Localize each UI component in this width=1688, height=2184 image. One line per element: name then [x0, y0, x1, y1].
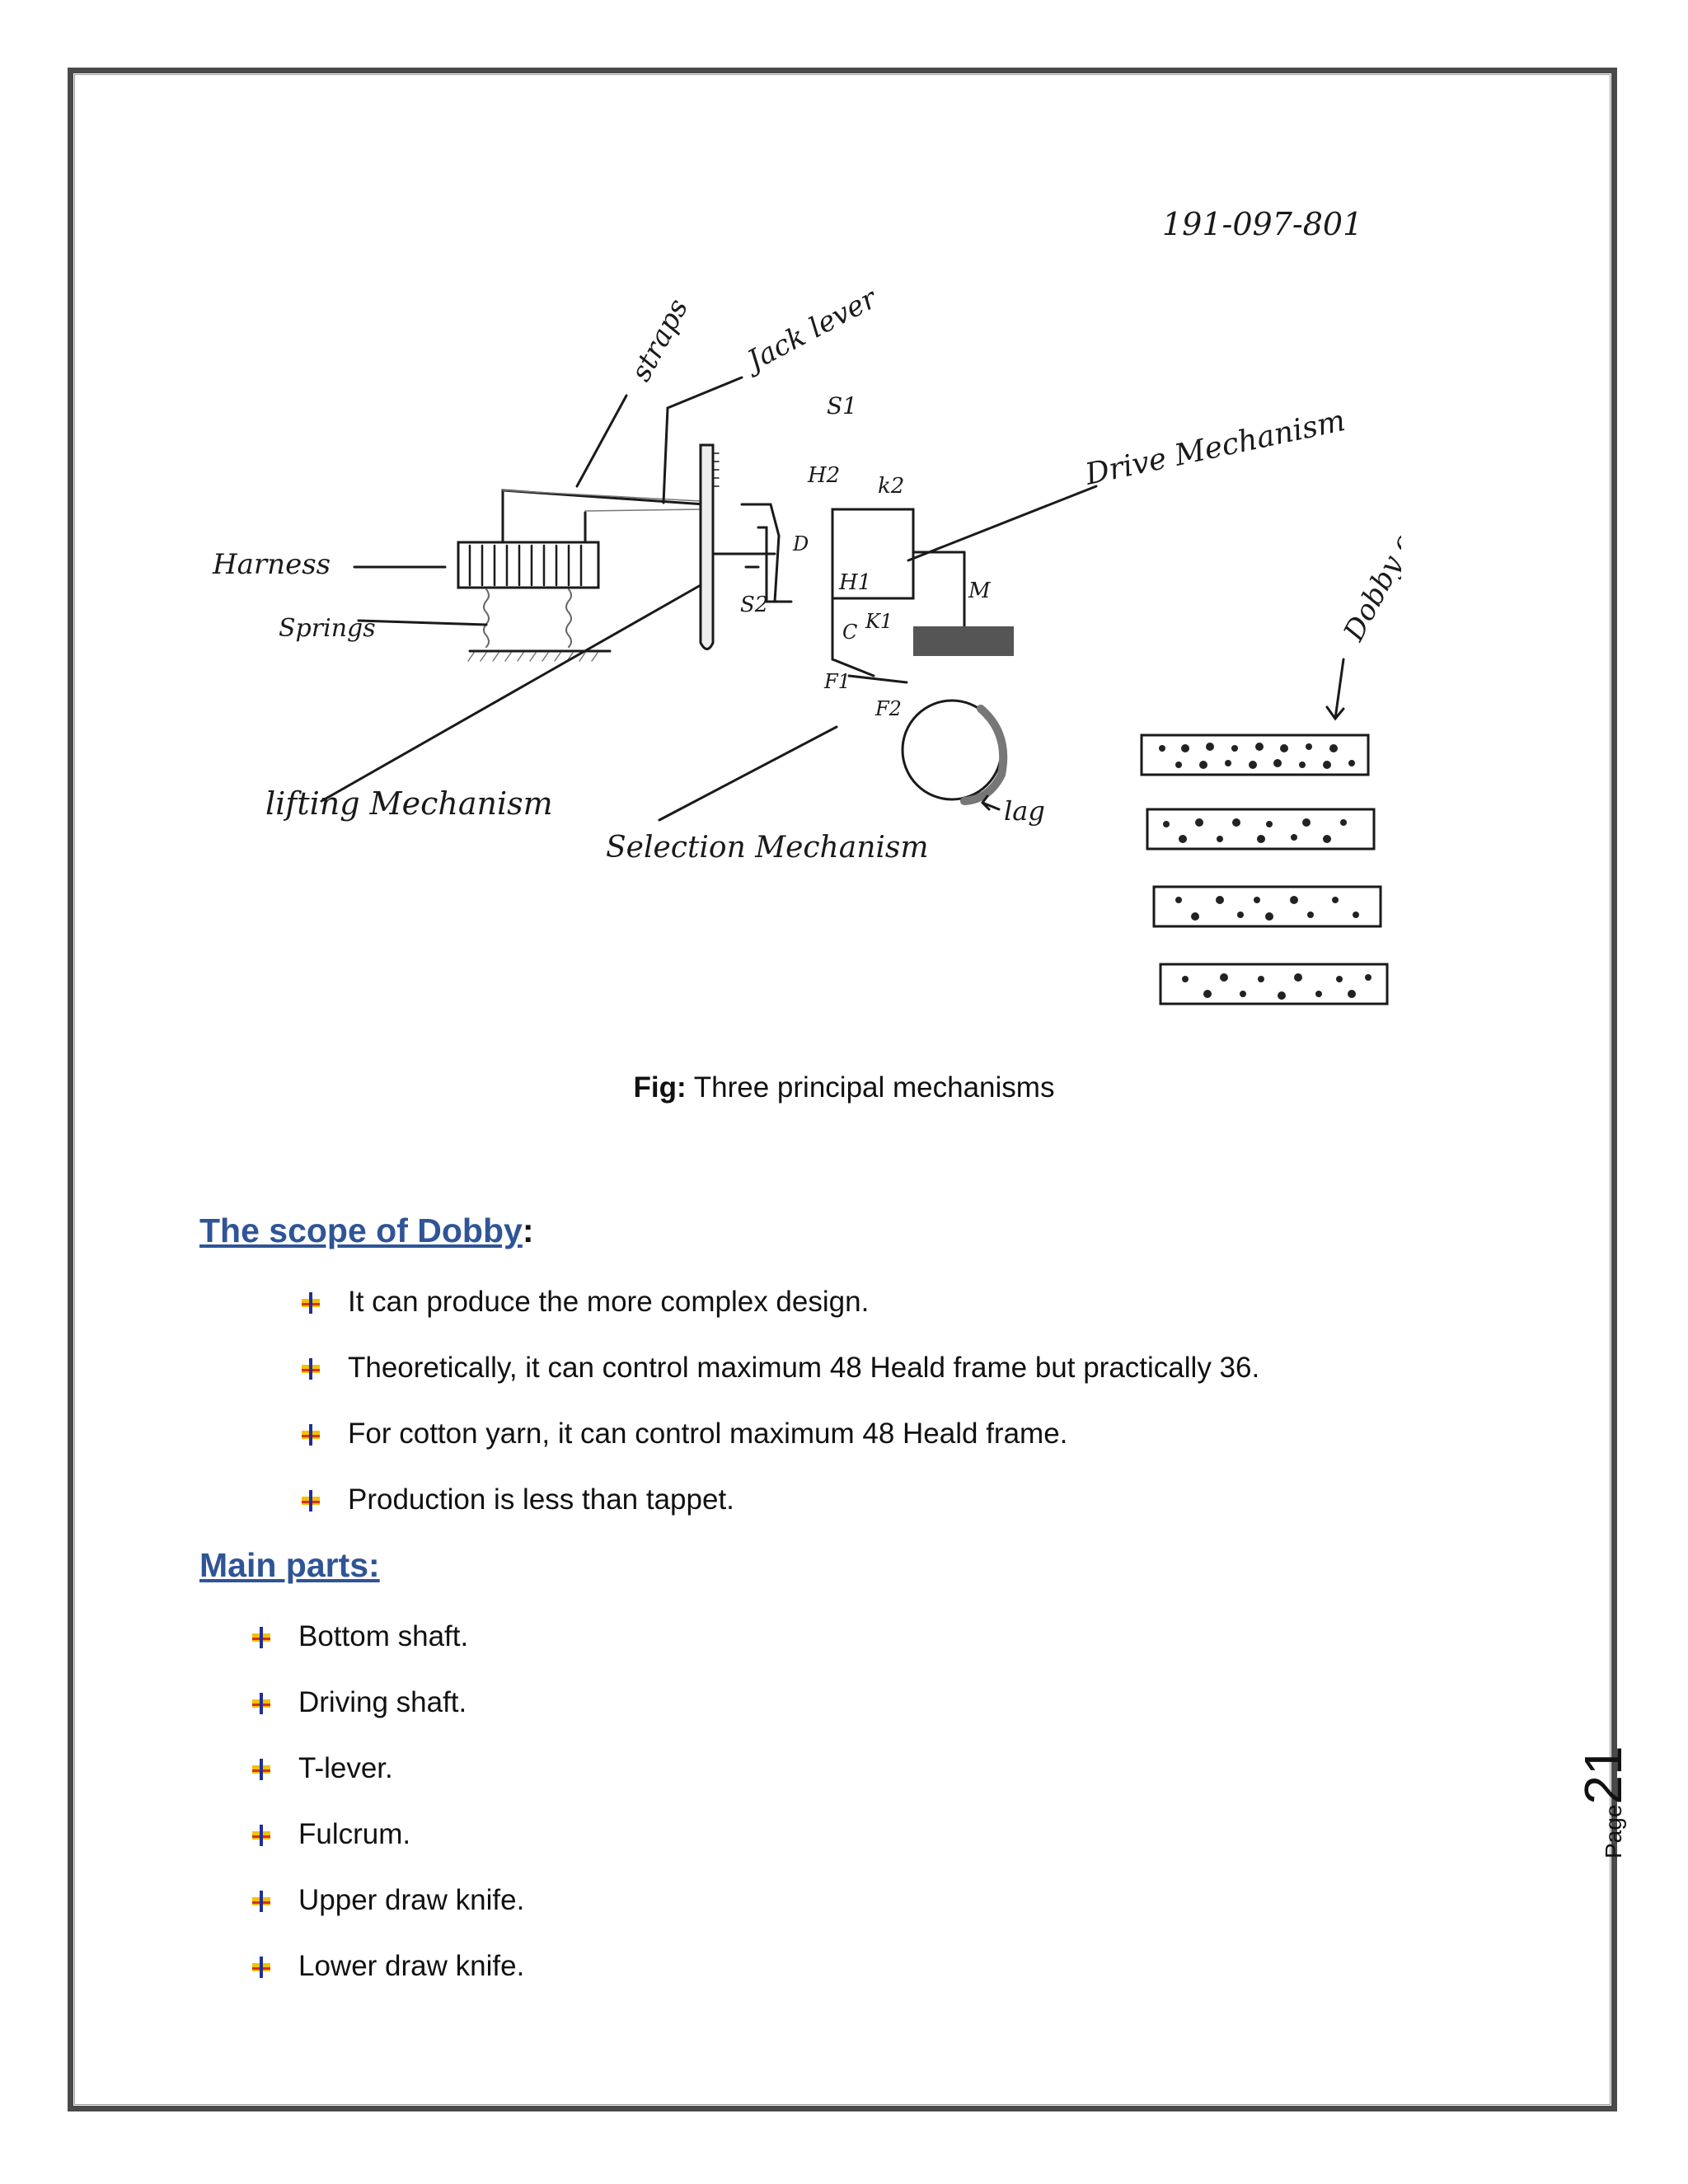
caption-text: Three principal mechanisms — [693, 1071, 1055, 1104]
harness-label: Harness — [212, 548, 331, 581]
bullet-icon — [252, 1627, 270, 1648]
bullet-icon — [252, 1825, 270, 1846]
scope-heading-text: The scope of Dobby — [199, 1212, 523, 1249]
dobby-card-group — [1140, 733, 1389, 1005]
main-parts-heading: Main parts: — [199, 1546, 380, 1585]
list-item-text: It can produce the more complex design. — [348, 1286, 870, 1318]
drive-mechanism-label: Drive Mechanism — [1081, 404, 1348, 492]
lifting-mechanism-label: lifting Mechanism — [265, 785, 553, 822]
jack-lever-label: Jack lever — [738, 282, 884, 380]
f1-label: F1 — [823, 670, 851, 693]
springs-label: Springs — [279, 614, 376, 643]
f2-label: F2 — [874, 697, 902, 720]
dobby-mechanism-figure: 191-097-801 straps Jack lever S1 H2 k2 D… — [212, 206, 1401, 1005]
list-item-text: For cotton yarn, it can control maximum … — [348, 1418, 1068, 1450]
page-border — [68, 68, 1617, 2111]
bullet-icon — [302, 1358, 320, 1380]
page-border-inner — [74, 74, 1611, 2105]
h2-label: H2 — [807, 463, 840, 488]
list-item-text: Fulcrum. — [298, 1818, 411, 1850]
m-label: M — [968, 579, 992, 603]
scope-heading: The scope of Dobby: — [199, 1212, 533, 1250]
k2-label: k2 — [878, 474, 904, 499]
bullet-icon — [252, 1693, 270, 1714]
d-label: D — [792, 532, 809, 555]
lag-label: lag — [1004, 795, 1045, 827]
bullet-icon — [302, 1292, 320, 1314]
list-item-text: Driving shaft. — [298, 1686, 467, 1718]
page-number: Page21 — [1573, 1746, 1634, 1858]
bullet-icon — [252, 1891, 270, 1912]
list-item-text: Upper draw knife. — [298, 1884, 525, 1916]
c-label: C — [842, 621, 857, 644]
scope-heading-colon: : — [522, 1212, 534, 1249]
list-item-text: Theoretically, it can control maximum 48… — [348, 1352, 1260, 1384]
straps-label: straps — [625, 293, 695, 387]
main-parts-heading-text: Main parts: — [199, 1546, 380, 1584]
bullet-icon — [302, 1424, 320, 1446]
bullet-icon — [252, 1759, 270, 1780]
bullet-icon — [252, 1957, 270, 1978]
list-item-text: Bottom shaft. — [298, 1620, 469, 1652]
h1-label: H1 — [838, 570, 871, 595]
k1-label: K1 — [865, 610, 893, 633]
selection-mechanism-label: Selection Mechanism — [606, 831, 929, 865]
harness-frame — [457, 541, 600, 589]
list-item-text: Production is less than tappet. — [348, 1483, 734, 1516]
page-number-value: 21 — [1573, 1746, 1633, 1805]
s2-label: S2 — [740, 593, 768, 617]
s1-label: S1 — [827, 392, 857, 419]
caption-prefix: Fig: — [633, 1071, 687, 1104]
dobby-card-label: Dobby card — [1337, 486, 1401, 647]
list-item-text: Lower draw knife. — [298, 1950, 525, 1982]
bullet-icon — [302, 1490, 320, 1511]
list-item-text: T-lever. — [298, 1752, 393, 1784]
figure-caption: Fig: Three principal mechanisms — [0, 1071, 1688, 1104]
student-id-label: 191-097-801 — [1162, 206, 1362, 242]
page-label: Page — [1601, 1804, 1626, 1858]
